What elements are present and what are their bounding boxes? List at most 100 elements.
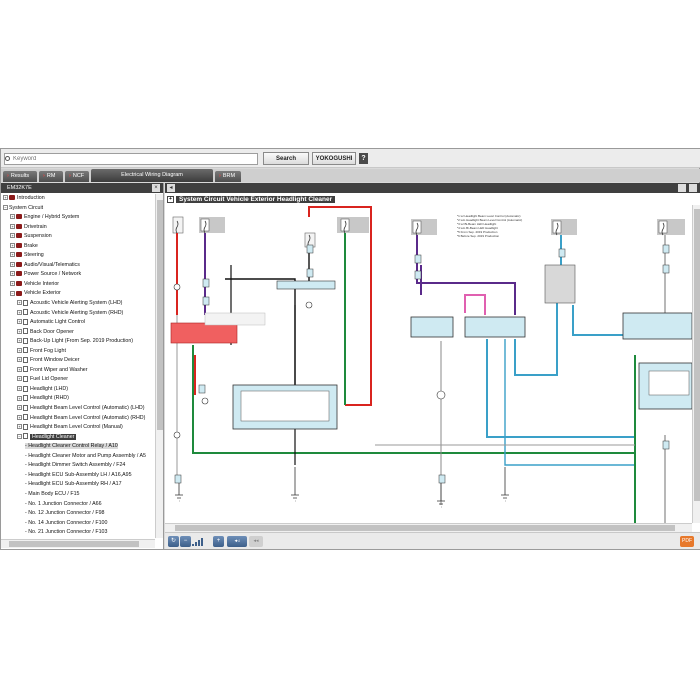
tree-item[interactable]: - No. 21 Junction Connector / F103 xyxy=(1,528,155,538)
expand-icon[interactable]: + xyxy=(17,357,22,363)
export-icon[interactable] xyxy=(689,184,697,192)
tree-item[interactable]: +Introduction xyxy=(1,194,155,204)
tree-item[interactable]: −System Circuit xyxy=(1,204,155,214)
tree-item[interactable]: +Headlight Beam Level Control (Manual) xyxy=(1,423,155,433)
relay-block[interactable] xyxy=(544,264,576,304)
tree-item[interactable]: +Back-Up Light (From Sep. 2019 Productio… xyxy=(1,337,155,347)
tree-item[interactable]: +Drivetrain xyxy=(1,223,155,233)
expand-icon[interactable]: + xyxy=(17,338,22,344)
tree-item[interactable]: +Front Window Deicer xyxy=(1,356,155,366)
collapse-icon[interactable]: − xyxy=(17,433,22,439)
document-icon xyxy=(23,414,28,421)
tree-item[interactable]: −Vehicle Exterior xyxy=(1,289,155,299)
yokogushi-button[interactable]: YOKOGUSHI xyxy=(312,152,356,165)
expand-icon[interactable]: + xyxy=(10,214,15,220)
tree-item[interactable]: + Audio/Visual/Telematics xyxy=(1,261,155,271)
expand-icon[interactable]: + xyxy=(10,242,15,248)
tab-brm[interactable]: ›BRM xyxy=(215,171,241,182)
expand-icon[interactable]: + xyxy=(17,328,22,334)
tree-item[interactable]: +Headlight (LHD) xyxy=(1,385,155,395)
expand-icon[interactable]: + xyxy=(17,376,22,382)
expand-icon[interactable]: + xyxy=(10,261,15,267)
tab-ncf[interactable]: ›NCF xyxy=(65,171,89,182)
tree-item[interactable]: +Brake xyxy=(1,242,155,252)
expand-icon[interactable]: + xyxy=(17,405,22,411)
tree-item[interactable]: −Headlight Cleaner xyxy=(1,433,155,443)
expand-icon[interactable]: + xyxy=(17,424,22,430)
tree-item[interactable]: +Front Wiper and Washer xyxy=(1,366,155,376)
tree-item[interactable]: +Acoustic Vehicle Alerting System (RHD) xyxy=(1,309,155,319)
tree-item[interactable]: +Automatic Light Control xyxy=(1,318,155,328)
expand-icon[interactable]: + xyxy=(10,223,15,229)
expand-icon[interactable]: + xyxy=(17,300,22,306)
search-input[interactable] xyxy=(4,153,258,165)
book-icon xyxy=(16,261,22,267)
tree-item[interactable]: +Back Door Opener xyxy=(1,328,155,338)
search-button[interactable]: Search xyxy=(263,152,309,165)
diagram-title: System Circuit Vehicle Exterior Headligh… xyxy=(176,196,336,203)
diagram-vertical-scrollbar[interactable] xyxy=(692,205,700,523)
expand-icon[interactable]: + xyxy=(17,319,22,325)
tree-item[interactable]: - No. 12 Junction Connector / F98 xyxy=(1,509,155,519)
tab-results[interactable]: ›Results xyxy=(3,171,37,182)
book-icon xyxy=(16,252,22,258)
tree-item[interactable]: - Headlight Cleaner Motor and Pump Assem… xyxy=(1,452,155,462)
tree-item[interactable]: - Headlight ECU Sub-Assembly LH / A16,A9… xyxy=(1,471,155,481)
tree-item[interactable]: +Power Source / Network xyxy=(1,270,155,280)
book-icon xyxy=(16,242,22,248)
tree-item[interactable]: +Headlight Beam Level Control (Automatic… xyxy=(1,404,155,414)
tree-item[interactable]: +Headlight (RHD) xyxy=(1,394,155,404)
tree-item[interactable]: - Main Body ECU / F15 xyxy=(1,490,155,500)
tree-item[interactable]: - Headlight Cleaner Control Relay / A10 xyxy=(1,442,155,452)
export-pdf-button[interactable]: PDF xyxy=(680,536,694,547)
expand-icon[interactable]: + xyxy=(17,414,22,420)
expand-icon[interactable]: + xyxy=(17,386,22,392)
expand-icon[interactable]: + xyxy=(10,271,15,277)
zoom-out-button[interactable]: − xyxy=(180,536,191,547)
help-icon[interactable]: ? xyxy=(359,153,368,164)
zoom-in-button[interactable]: + xyxy=(213,536,224,547)
close-icon[interactable]: × xyxy=(152,184,160,192)
tree-item[interactable]: - Headlight Dimmer Switch Assembly / F24 xyxy=(1,461,155,471)
tree-item-label: Suspension xyxy=(24,233,52,240)
tree-item[interactable]: +Headlight Beam Level Control (Automatic… xyxy=(1,414,155,424)
collapse-icon[interactable]: − xyxy=(3,204,8,210)
expand-icon[interactable]: + xyxy=(17,366,22,372)
previous-button[interactable]: ◂◂ xyxy=(249,536,263,547)
book-icon xyxy=(9,195,15,201)
tree-item-label: Audio/Visual/Telematics xyxy=(24,261,80,268)
tab-electrical-wiring-diagram[interactable]: Electrical Wiring Diagram xyxy=(91,169,213,182)
expand-icon[interactable]: + xyxy=(17,347,22,353)
collapse-icon[interactable]: − xyxy=(10,290,15,296)
collapse-left-icon[interactable]: ◂ xyxy=(167,184,175,192)
headlight-cleaner-control-relay[interactable] xyxy=(170,322,238,344)
book-icon xyxy=(16,223,22,229)
tree-item[interactable]: - No. 1 Junction Connector / A66 xyxy=(1,500,155,510)
fit-view-button[interactable]: ◂◃ xyxy=(227,536,247,547)
tree-item[interactable]: + Suspension xyxy=(1,232,155,242)
tree-vertical-scrollbar[interactable] xyxy=(155,194,163,538)
print-icon[interactable] xyxy=(678,184,686,192)
tree-item[interactable]: +Front Fog Light xyxy=(1,347,155,357)
tree-item[interactable]: - Headlight ECU Sub-Assembly RH / A17 xyxy=(1,480,155,490)
tab-rm[interactable]: ›RM xyxy=(39,171,63,182)
wiring-diagram-canvas[interactable]: *1 w/ Headlight Beam Level Control (Auto… xyxy=(165,205,692,523)
tree-item[interactable]: +Engine / Hybrid System xyxy=(1,213,155,223)
expand-icon[interactable]: + xyxy=(10,252,15,258)
tree-item[interactable]: +Steering xyxy=(1,251,155,261)
tree-item[interactable]: +Fuel Lid Opener xyxy=(1,375,155,385)
reset-view-button[interactable]: ↻ xyxy=(168,536,179,547)
expand-icon[interactable]: + xyxy=(10,281,15,287)
tree-item[interactable]: - No. 14 Junction Connector / F100 xyxy=(1,519,155,529)
tree-item[interactable]: +Acoustic Vehicle Alerting System (LHD) xyxy=(1,299,155,309)
diagram-horizontal-scrollbar[interactable] xyxy=(165,523,692,532)
expand-icon[interactable]: + xyxy=(3,195,8,201)
tree-item[interactable]: +Vehicle Interior xyxy=(1,280,155,290)
expand-icon[interactable]: + xyxy=(17,309,22,315)
expand-icon[interactable]: + xyxy=(167,195,174,203)
expand-icon[interactable]: + xyxy=(17,395,22,401)
headlight-dimmer-switch[interactable] xyxy=(464,316,526,338)
expand-icon[interactable]: + xyxy=(10,233,15,239)
main-body-ecu[interactable] xyxy=(410,316,454,338)
tree-horizontal-scrollbar[interactable] xyxy=(1,539,155,548)
